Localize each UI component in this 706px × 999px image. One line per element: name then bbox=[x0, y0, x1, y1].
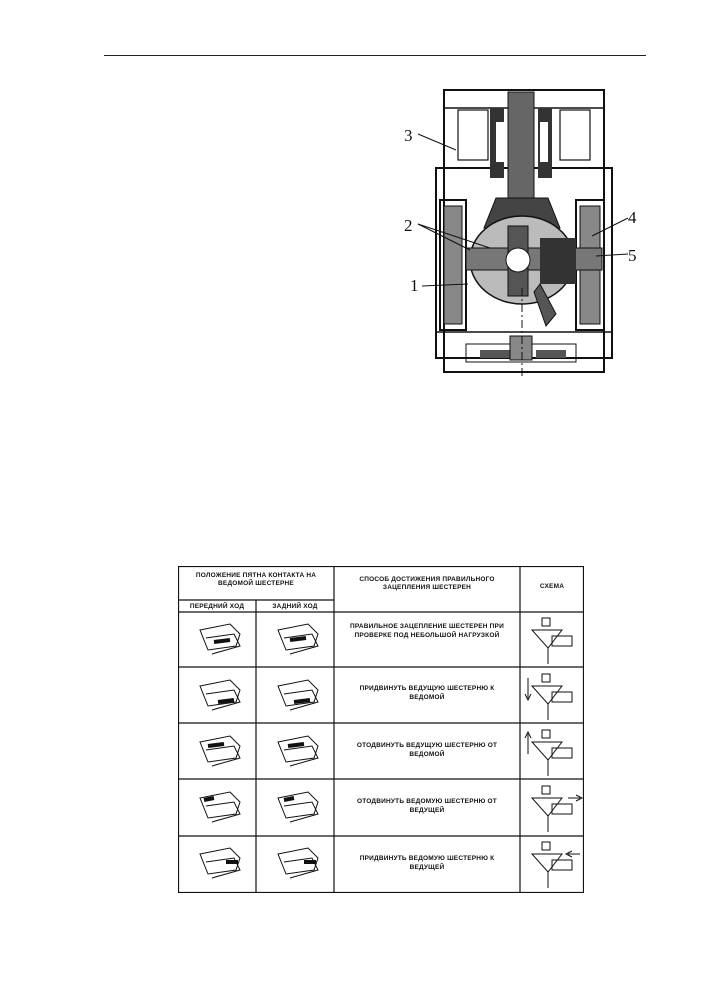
header-contact-position: ПОЛОЖЕНИЕ ПЯТНА КОНТАКТА НА ВЕДОМОЙ ШЕСТ… bbox=[195, 572, 317, 587]
header-forward: ПЕРЕДНИЙ ХОД bbox=[189, 603, 245, 610]
header-rule bbox=[104, 55, 646, 56]
row-method: ОТОДВИНУТЬ ВЕДУЩУЮ ШЕСТЕРНЮ ОТ ВЕДОМОЙ bbox=[356, 742, 498, 758]
row-method: ПРАВИЛЬНОЕ ЗАЦЕПЛЕНИЕ ШЕСТЕРЕН ПРИ ПРОВЕ… bbox=[350, 623, 504, 639]
gearbox-drawing: 3 2 1 4 5 bbox=[400, 88, 640, 378]
callout-2: 2 bbox=[404, 216, 413, 235]
header-method: СПОСОБ ДОСТИЖЕНИЯ ПРАВИЛЬНОГО ЗАЦЕПЛЕНИЯ… bbox=[359, 576, 495, 591]
callout-4: 4 bbox=[628, 208, 637, 227]
row-method: ОТОДВИНУТЬ ВЕДОМУЮ ШЕСТЕРНЮ ОТ ВЕДУЩЕЙ bbox=[357, 798, 497, 814]
callout-1: 1 bbox=[410, 276, 419, 295]
callout-5: 5 bbox=[628, 246, 637, 265]
header-scheme: СХЕМА bbox=[539, 583, 565, 590]
callout-3: 3 bbox=[404, 126, 413, 145]
header-reverse: ЗАДНИЙ ХОД bbox=[272, 603, 318, 610]
row-method: ПРИДВИНУТЬ ВЕДУЩУЮ ШЕСТЕРНЮ К ВЕДОМОЙ bbox=[359, 685, 495, 701]
row-method: ПРИДВИНУТЬ ВЕДОМУЮ ШЕСТЕРНЮ К ВЕДУЩЕЙ bbox=[359, 855, 495, 871]
gear-contact-table: ПОЛОЖЕНИЕ ПЯТНА КОНТАКТА НА ВЕДОМОЙ ШЕСТ… bbox=[178, 566, 584, 893]
